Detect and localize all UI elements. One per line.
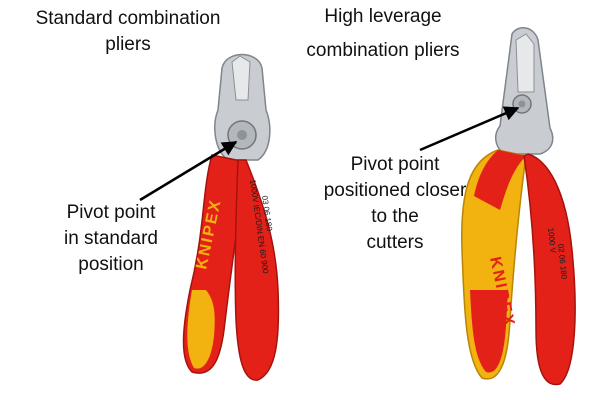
high-leverage-pliers xyxy=(461,27,576,386)
right-part-number: 02 06 180 xyxy=(556,243,569,280)
high-leverage-pliers-title: High leverage combination pliers xyxy=(306,6,460,61)
right-pointer-arrow xyxy=(419,106,520,152)
svg-text:1000 V: 1000 V xyxy=(546,227,558,254)
standard-pliers-title: Standard combination pliers xyxy=(35,8,221,55)
standard-pliers-right-handle xyxy=(234,159,280,381)
high-leverage-pivot-caption: Pivot point positioned closer to the cut… xyxy=(323,154,467,253)
high-leverage-pliers-right-handle xyxy=(523,153,576,386)
svg-text:02 06 180: 02 06 180 xyxy=(556,243,569,280)
standard-pliers xyxy=(182,53,280,381)
left-pointer-arrow xyxy=(139,140,238,202)
right-handle-print: 1000 V xyxy=(546,227,558,254)
standard-pivot-caption: Pivot point in standard position xyxy=(63,202,158,275)
